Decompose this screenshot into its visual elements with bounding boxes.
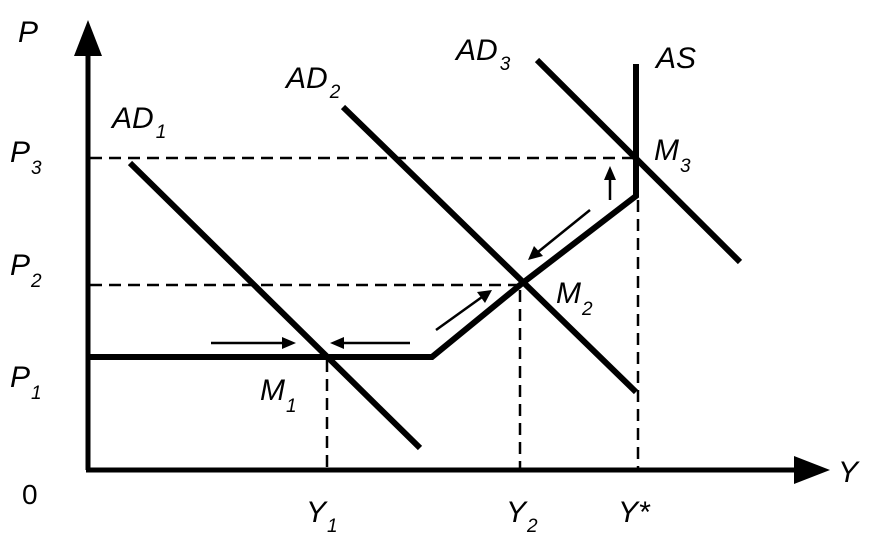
x-axis-label: Y bbox=[838, 456, 860, 489]
reference-lines bbox=[90, 156, 640, 468]
axes bbox=[74, 20, 830, 484]
movement-arrows bbox=[211, 166, 616, 349]
p2-label: P2 bbox=[10, 249, 42, 292]
y-axis-label: P bbox=[18, 16, 38, 49]
right-arrow-icon bbox=[211, 337, 296, 349]
down-left-arrow-icon bbox=[528, 209, 591, 260]
m1-label: M1 bbox=[260, 374, 297, 417]
y-axis-arrowhead bbox=[74, 20, 102, 56]
m3-label: M3 bbox=[654, 134, 691, 177]
p1-label: P1 bbox=[10, 361, 42, 404]
up-arrow-icon bbox=[604, 166, 616, 200]
origin-label: 0 bbox=[22, 479, 38, 510]
p3-label: P3 bbox=[10, 136, 42, 179]
ad2-curve bbox=[340, 104, 639, 395]
ystar-label: Y* bbox=[618, 496, 651, 529]
y2-label: Y2 bbox=[506, 496, 538, 537]
x-axis-arrowhead bbox=[794, 456, 830, 484]
up-right-arrow-icon bbox=[435, 290, 492, 332]
as-label: AS bbox=[654, 42, 696, 75]
m2-label: M2 bbox=[556, 277, 593, 320]
ad1-curve bbox=[127, 160, 423, 451]
y1-label: Y1 bbox=[306, 496, 338, 537]
ad3-curve bbox=[534, 57, 743, 265]
as-curve bbox=[88, 64, 639, 360]
left-arrow-icon bbox=[330, 337, 410, 349]
